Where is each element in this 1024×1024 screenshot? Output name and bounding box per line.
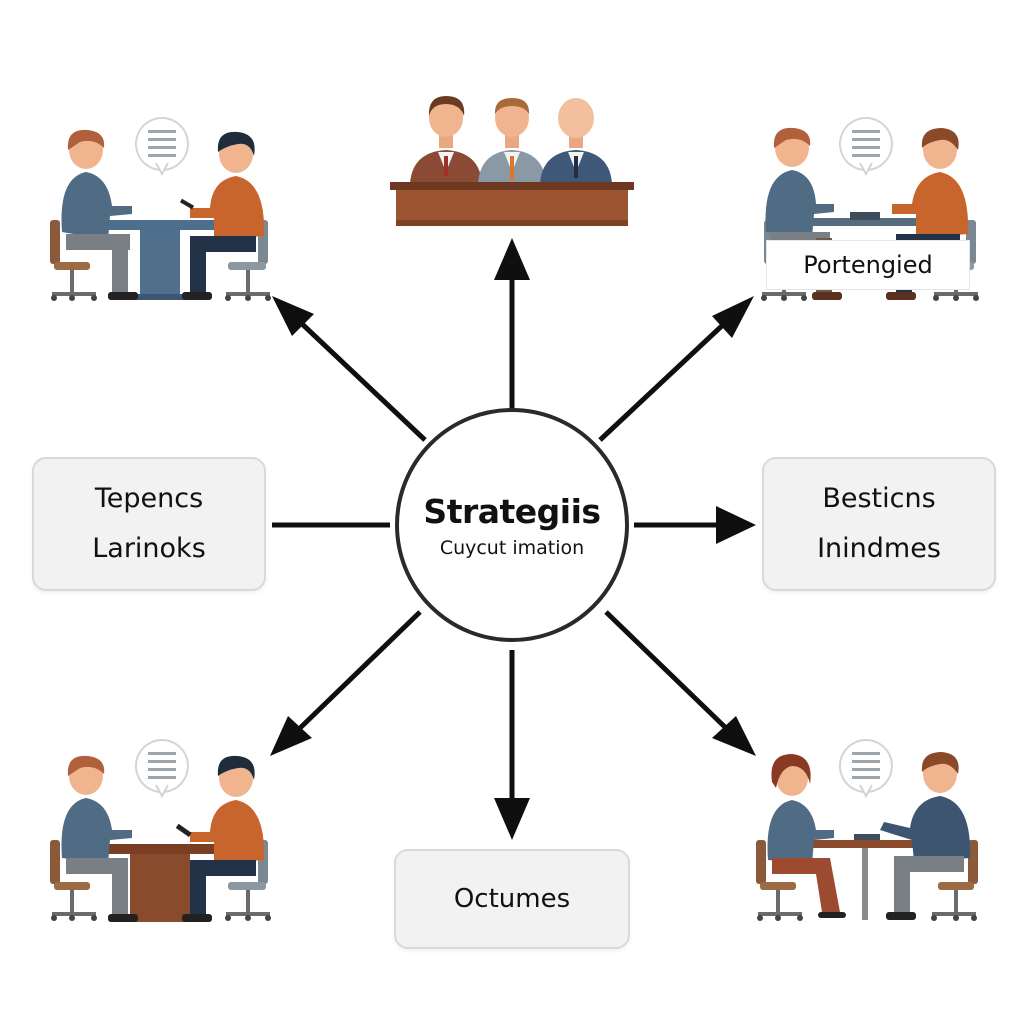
two-people-meeting-icon xyxy=(50,117,271,301)
arrow-down-right-head xyxy=(712,716,756,756)
center-hub-label: Strategiis Cuycut imation xyxy=(392,414,632,636)
arrow-down-left-head xyxy=(270,716,312,756)
top-right-caption: Portengied xyxy=(766,240,970,290)
arrow-down-head xyxy=(494,798,530,840)
right-label-line-1: Besticns xyxy=(822,483,936,514)
center-title: Strategiis xyxy=(423,491,601,531)
arrow-up-left-head xyxy=(272,296,314,336)
two-people-meeting-icon xyxy=(50,739,271,922)
right-label-box: Besticns Inindmes xyxy=(762,457,996,591)
speech-bubble-icon xyxy=(838,117,893,175)
arrow-up-left xyxy=(298,320,427,442)
arrow-up-right-head xyxy=(712,296,754,338)
arrow-up-right xyxy=(598,320,728,442)
two-people-meeting-icon xyxy=(756,739,978,921)
center-hub xyxy=(395,408,629,642)
speech-bubble-icon xyxy=(134,117,189,175)
left-label-line-2: Larinoks xyxy=(92,533,206,564)
bottom-label-box: Octumes xyxy=(394,849,630,949)
left-label-line-1: Tepencs xyxy=(94,483,204,514)
arrow-up-head xyxy=(494,238,530,280)
panel-of-three-people-icon xyxy=(390,96,634,226)
speech-bubble-icon xyxy=(838,739,893,797)
center-subtitle: Cuycut imation xyxy=(439,536,585,559)
arrow-down-right xyxy=(604,610,730,732)
left-label-box: Tepencs Larinoks xyxy=(32,457,266,591)
bottom-label: Octumes xyxy=(453,884,571,914)
speech-bubble-icon xyxy=(134,739,189,797)
arrow-right-head xyxy=(716,506,756,544)
arrows xyxy=(270,238,756,840)
right-label-line-2: Inindmes xyxy=(817,533,941,564)
arrow-down-left xyxy=(296,610,422,732)
